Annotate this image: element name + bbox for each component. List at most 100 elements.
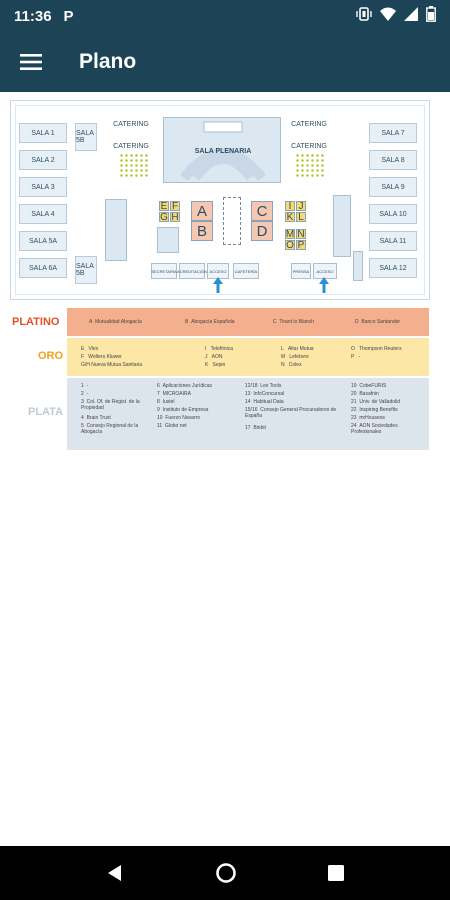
stand-o[interactable]: O [285, 239, 295, 251]
back-button[interactable] [105, 863, 125, 883]
left-small-box [157, 227, 179, 253]
home-button[interactable] [215, 862, 237, 884]
oro-item-n: N Colex [281, 362, 302, 368]
plata-item-11: 11 Globo net [157, 423, 187, 429]
wifi-icon [380, 7, 396, 26]
plata-item-3: 3 Col. Of. de Regist. de la Propiedad [81, 399, 140, 411]
parking-notification-icon: P [63, 7, 74, 25]
oro-tier-label: ORO [38, 350, 64, 362]
menu-icon [20, 54, 42, 70]
plata-item-10: 10 Fuerzo Navarro [157, 415, 201, 421]
plata-item-24: 24 AON Sociedades Profesionales [351, 423, 398, 435]
oro-item-p: P - [351, 354, 361, 360]
sala-8: SALA 8 [369, 150, 417, 170]
status-icons [356, 5, 436, 27]
plenaria-seating-icon [180, 121, 266, 182]
stand-a[interactable]: A [191, 201, 213, 221]
sala-10: SALA 10 [369, 204, 417, 224]
plata-item-2: 2 - [81, 391, 89, 397]
system-nav-bar [0, 846, 450, 900]
vibrate-icon [356, 6, 372, 26]
sala-plenaria: SALA PLENARIA [163, 117, 281, 183]
oro-item-l: L Altar Mutua [281, 346, 314, 352]
plata-item-14: 14 Habitual Data [245, 399, 284, 405]
plata-tier-label: PLATA [28, 406, 64, 418]
sala-12: SALA 12 [369, 258, 417, 278]
recents-button[interactable] [327, 864, 345, 882]
left-vertical-box [105, 199, 127, 261]
plata-item-17: 17 Binbit [245, 425, 266, 431]
plata-item-8: 8 Iustel [157, 399, 175, 405]
plata-item-7: 7 MICROAIRA [157, 391, 191, 397]
sala-9: SALA 9 [369, 177, 417, 197]
sala-3: SALA 3 [19, 177, 67, 197]
status-bar: 11:36 P [0, 0, 450, 32]
catering-label-2: CATERING [291, 121, 327, 128]
floor-plan-map[interactable]: SALA 1 SALA 2 SALA 3 SALA 4 SALA 5A SALA… [10, 100, 430, 300]
stand-e[interactable]: E [159, 200, 169, 212]
stand-f[interactable]: F [170, 200, 180, 212]
stand-b[interactable]: B [191, 221, 213, 241]
sala-5a: SALA 5A [19, 231, 67, 251]
plata-item-6: 6 Aplicaciones Jurídicas [157, 383, 213, 389]
entrance-arrow-icon [319, 277, 329, 293]
oro-item-e: E Vlex [81, 346, 99, 352]
catering-label-4: CATERING [291, 143, 327, 150]
plata-item-15-16: 15/16 Consejo General Procuradores de Es… [245, 407, 337, 419]
box-acreditacion: ACREDITACIÓN [177, 263, 207, 279]
entrance-arrow-icon [213, 277, 223, 293]
sala-5b-bottom: SALA 5B [75, 256, 97, 284]
plata-item-9: 9 Instituto de Empresa [157, 407, 209, 413]
catering-tables-left [119, 153, 149, 179]
stand-c[interactable]: C [251, 201, 273, 221]
box-cafeteria: CAFETERÍA [233, 263, 259, 279]
oro-item-j: J AON [205, 354, 223, 360]
oro-item-m: M Lefebvre [281, 354, 309, 360]
stand-p[interactable]: P [296, 239, 306, 251]
sala-1: SALA 1 [19, 123, 67, 143]
hamburger-menu-button[interactable] [0, 32, 62, 92]
battery-icon [426, 5, 436, 27]
stand-d[interactable]: D [251, 221, 273, 241]
status-time: 11:36 [14, 7, 52, 25]
center-open-area [223, 197, 241, 245]
stand-j[interactable]: J [296, 201, 306, 212]
box-prensa: PRENSA [291, 263, 311, 279]
stand-g[interactable]: G [159, 211, 169, 223]
oro-item-o: O Thompson Reuters [351, 346, 402, 352]
sala-6a: SALA 6A [19, 258, 67, 278]
plata-item-19: 19 CobeFURIS [351, 383, 387, 389]
plan-border [15, 105, 425, 295]
page-title: Plano [79, 50, 137, 73]
platino-item-c: C Tirant lo Blanch [273, 319, 314, 325]
plata-item-23: 23 mrHouseos [351, 415, 385, 421]
oro-item-k: K Sepin [205, 362, 226, 368]
stand-n[interactable]: N [296, 228, 306, 240]
catering-tables-right [295, 153, 325, 179]
plata-item-22: 22 Inspiring Benefits [351, 407, 398, 413]
sala-5b: SALA 5B [75, 123, 97, 151]
platino-band: A Mutualidad Abogacía B Abogacía Español… [67, 308, 429, 336]
catering-label-1: CATERING [113, 121, 149, 128]
stand-k[interactable]: K [285, 211, 295, 223]
plata-band: 1 - 2 - 3 Col. Of. de Regist. de la Prop… [67, 378, 429, 450]
box-secretaria: SECRETARÍA [151, 263, 177, 279]
plata-item-20: 20 Basafnin [351, 391, 379, 397]
catering-label-3: CATERING [113, 143, 149, 150]
oro-item-gh: G/H Nueva Mutua Sanitaria [81, 362, 143, 368]
platino-tier-label: PLATINO [12, 316, 60, 328]
stand-m[interactable]: M [285, 228, 295, 240]
plata-item-13: 13 InfoConcursal [245, 391, 285, 397]
platino-item-d: D Banco Santander [355, 319, 401, 325]
signal-icon [404, 6, 418, 26]
stand-l[interactable]: L [296, 212, 306, 223]
platino-item-a: A Mutualidad Abogacía [89, 319, 142, 325]
sala-11: SALA 11 [369, 231, 417, 251]
stand-i[interactable]: I [285, 201, 295, 212]
right-vertical-box [333, 195, 351, 257]
plata-item-21: 21 Univ. de Valladolid [351, 399, 401, 405]
plata-item-12-18: 12/18 Lex Tools [245, 383, 282, 389]
plata-item-5: 5 Consejo Regional de la Abogacía [81, 423, 139, 435]
stand-h[interactable]: H [170, 211, 180, 223]
plenaria-label: SALA PLENARIA [194, 148, 252, 155]
